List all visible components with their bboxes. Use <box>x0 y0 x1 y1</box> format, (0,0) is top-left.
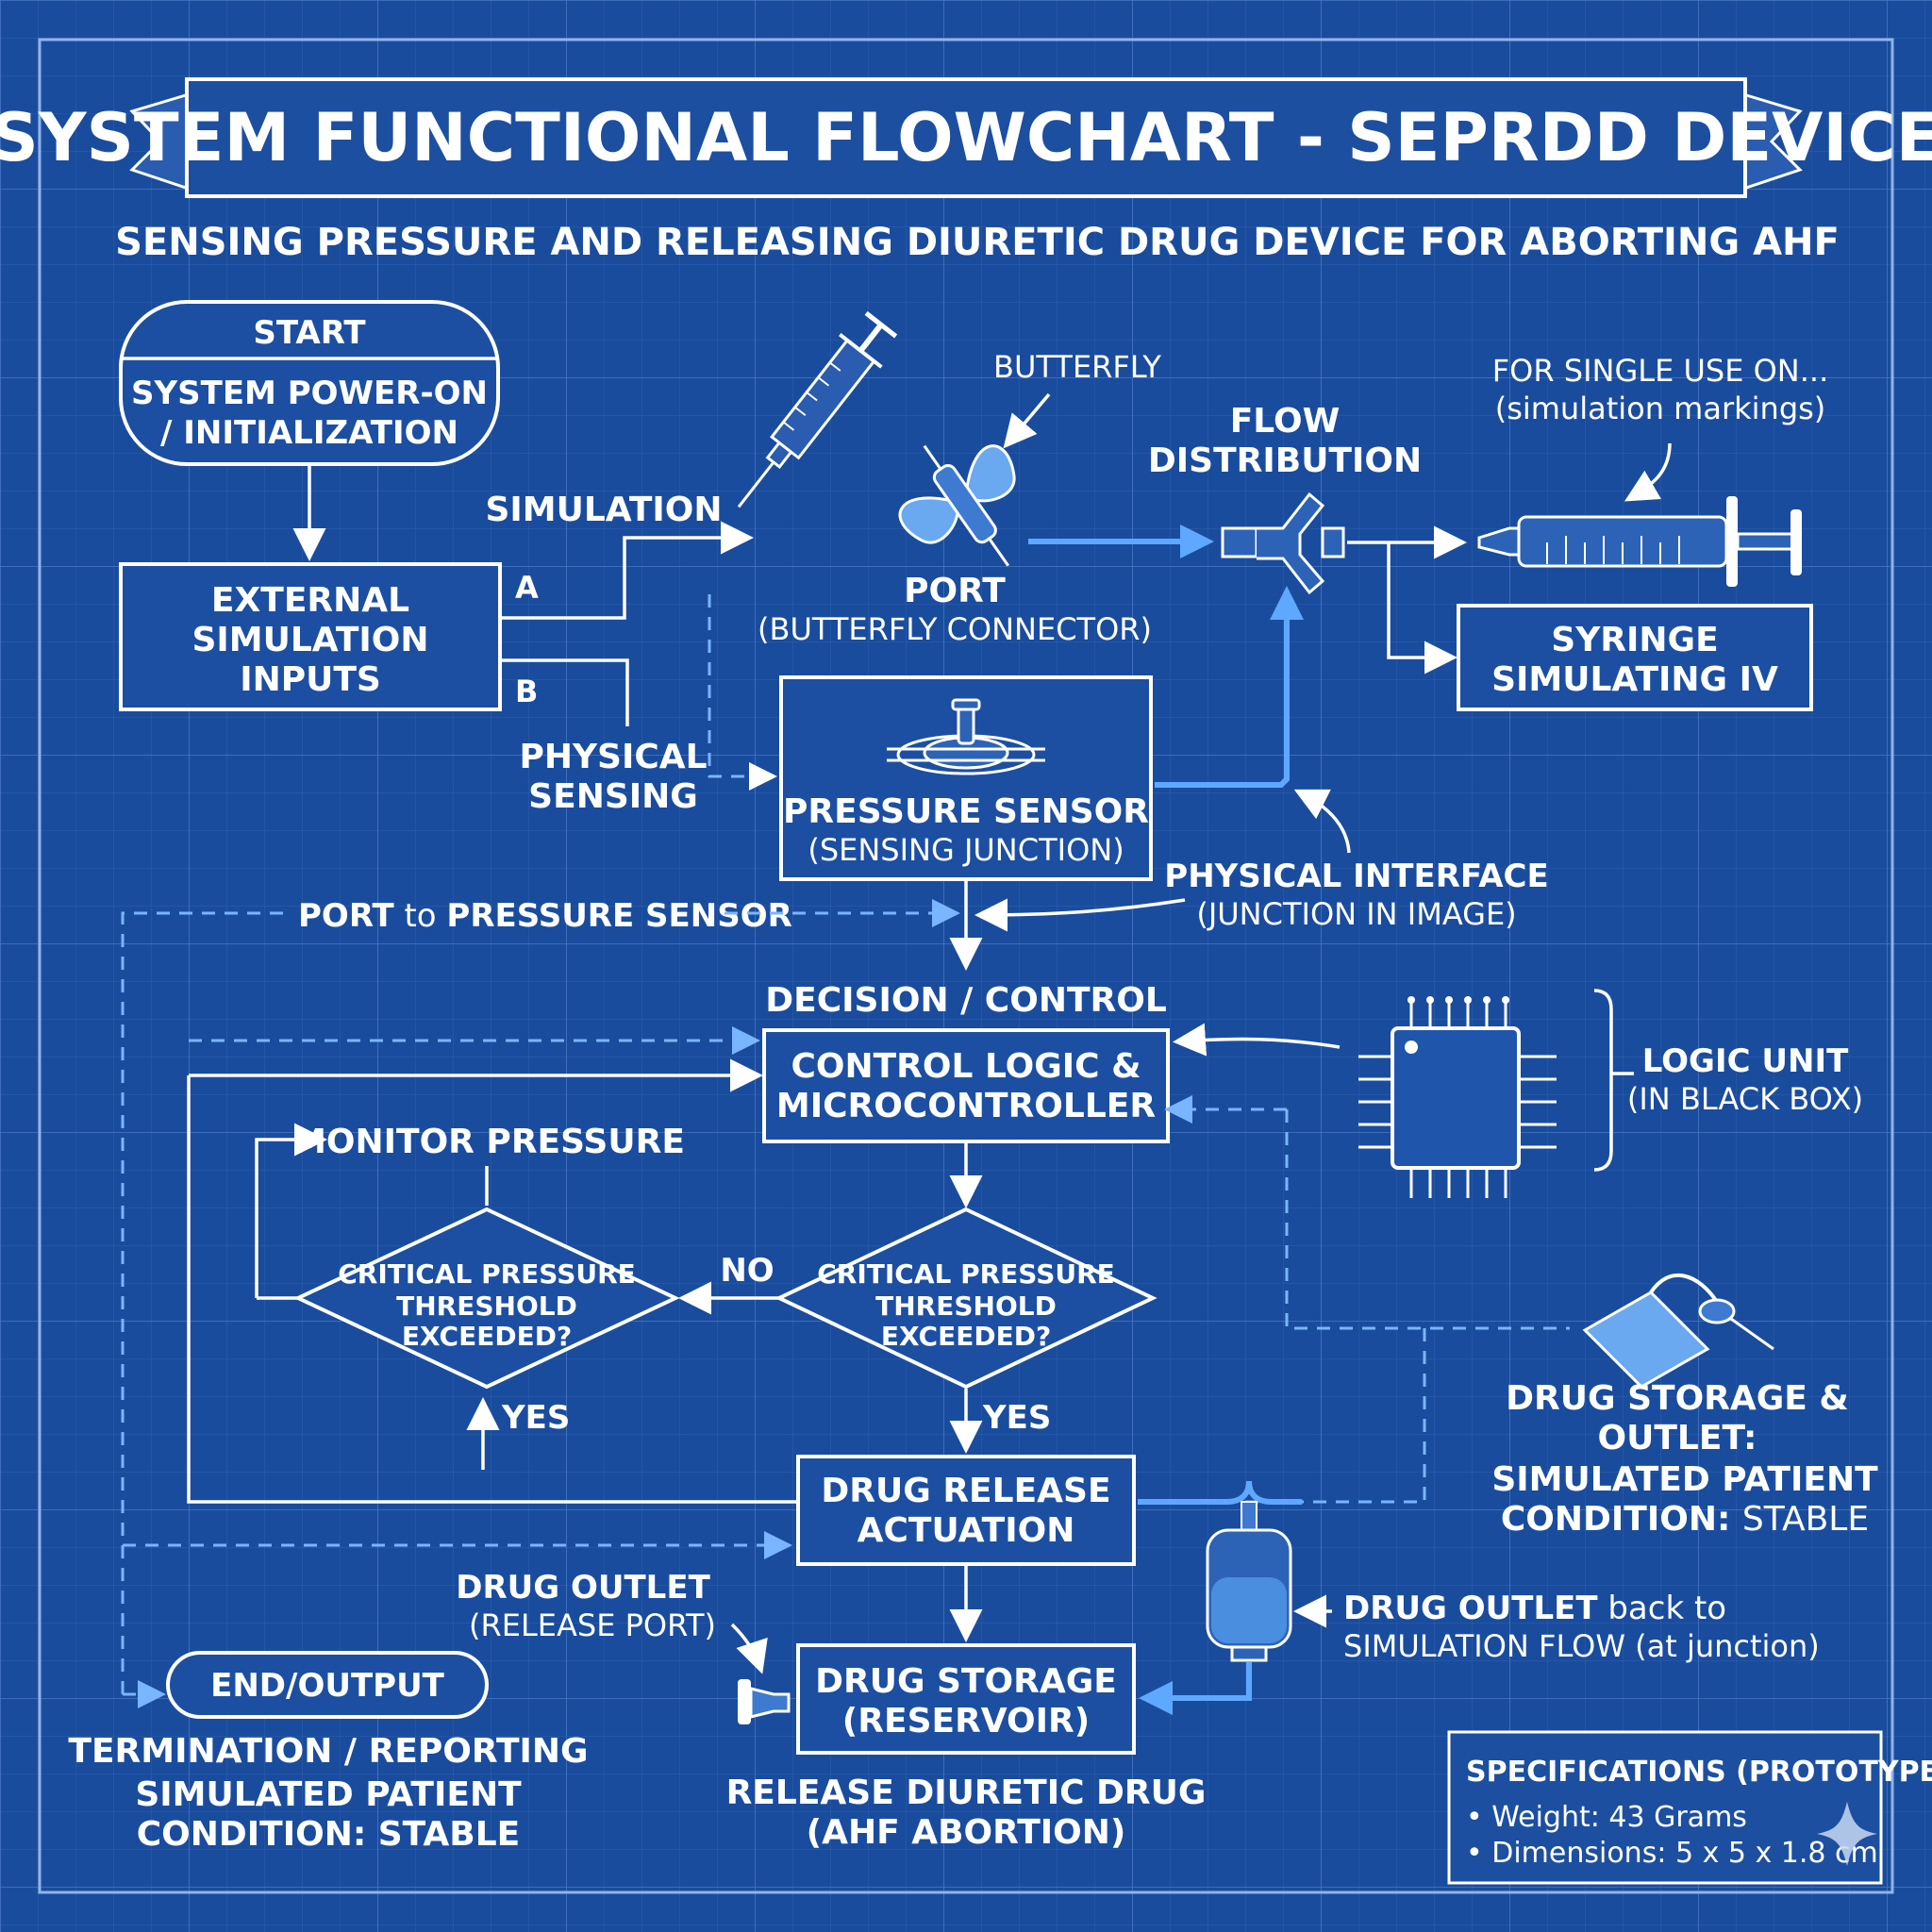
monitor-pressure-label: MONITOR PRESSURE <box>292 1123 685 1161</box>
simulation-label: SIMULATION <box>485 491 722 529</box>
single-use-line2: (simulation markings) <box>1495 391 1826 426</box>
specs-item-weight: • Weight: 43 Grams <box>1466 1801 1747 1834</box>
drug-storage-line2: (RESERVOIR) <box>842 1702 1090 1740</box>
drug-storage-outlet-line4a: CONDITION: <box>1501 1500 1742 1539</box>
drug-storage-line1: DRUG STORAGE <box>815 1662 1117 1701</box>
end-line2: SIMULATED PATIENT <box>135 1775 522 1814</box>
drug-outlet-back-line1a: DRUG OUTLET <box>1343 1590 1598 1627</box>
decision-left-line3: EXCEEDED? <box>402 1321 572 1352</box>
start-line2: / INITIALIZATION <box>160 414 458 452</box>
port-to-sensor-part2: to <box>394 897 447 935</box>
decision-right-line2: THRESHOLD <box>875 1291 1057 1322</box>
control-logic-box: CONTROL LOGIC & MICROCONTROLLER <box>762 1028 1170 1143</box>
drug-outlet-release-line2: (RELEASE PORT) <box>469 1607 716 1643</box>
pressure-sensor-subtitle: (SENSING JUNCTION) <box>808 832 1124 868</box>
syringe-icon <box>737 310 898 508</box>
end-terminal: END/OUTPUT <box>166 1651 489 1719</box>
branch-a-label: A <box>515 570 539 606</box>
butterfly-label: BUTTERFLY <box>993 349 1161 385</box>
drug-storage-outlet-line4b: STABLE <box>1742 1500 1869 1539</box>
specs-item-dimensions: • Dimensions: 5 x 5 x 1.8 cm <box>1466 1837 1878 1870</box>
port-to-sensor-part3: PRESSURE SENSOR <box>446 897 791 935</box>
page-subtitle: SENSING PRESSURE AND RELEASING DIURETIC … <box>115 221 1840 264</box>
iv-syringe-icon <box>1477 496 1802 587</box>
syringe-iv-box: SYRINGE SIMULATING IV <box>1457 604 1813 711</box>
yes-right-label: YES <box>982 1399 1051 1437</box>
drug-release-box: DRUG RELEASE ACTUATION <box>796 1455 1136 1566</box>
start-terminal: START SYSTEM POWER-ON / INITIALIZATION <box>119 300 500 466</box>
single-use-line1: FOR SINGLE USE ON... <box>1492 353 1828 389</box>
start-line1: SYSTEM POWER-ON <box>131 375 488 412</box>
drug-outlet-back-line1: DRUG OUTLET back to <box>1343 1590 1726 1627</box>
drug-outlet-back-line2: SIMULATION FLOW (at junction) <box>1343 1628 1820 1664</box>
yes-left-label: YES <box>501 1399 570 1437</box>
decision-right-line3: EXCEEDED? <box>881 1321 1051 1352</box>
drug-storage-outlet-line1: DRUG STORAGE & <box>1506 1379 1849 1418</box>
decision-diamond-right: CRITICAL PRESSURE THRESHOLD EXCEEDED? <box>774 1207 1158 1390</box>
decision-diamond-left: CRITICAL PRESSURE THRESHOLD EXCEEDED? <box>293 1207 680 1390</box>
drug-storage-outlet-line3: SIMULATED PATIENT <box>1491 1460 1878 1499</box>
syringe-iv-line2: SIMULATING IV <box>1491 660 1778 699</box>
release-port-icon <box>738 1679 791 1724</box>
drug-outlet-back-line1b: back to <box>1598 1590 1727 1627</box>
physical-sensing-line1: PHYSICAL <box>519 738 707 776</box>
external-inputs-line1: EXTERNAL <box>211 581 409 620</box>
physical-interface-line2: (JUNCTION IN IMAGE) <box>1196 896 1516 932</box>
specifications-panel: SPECIFICATIONS (PROTOTYPE): • Weight: 43… <box>1447 1730 1932 1885</box>
control-logic-line1: CONTROL LOGIC & <box>791 1047 1141 1086</box>
port-subtitle: (BUTTERFLY CONNECTOR) <box>758 611 1152 647</box>
end-line3: CONDITION: STABLE <box>137 1815 521 1854</box>
syringe-iv-line1: SYRINGE <box>1551 621 1718 659</box>
specs-title: SPECIFICATIONS (PROTOTYPE): <box>1466 1756 1932 1789</box>
decision-control-label: DECISION / CONTROL <box>765 981 1167 1020</box>
drug-outlet-icon <box>1582 1274 1774 1389</box>
microchip-icon <box>1358 996 1557 1198</box>
butterfly-connector-icon <box>898 444 1016 567</box>
flow-distribution-line1: FLOW <box>1230 402 1341 441</box>
decision-left-line1: CRITICAL PRESSURE <box>338 1258 636 1290</box>
decision-right-line1: CRITICAL PRESSURE <box>817 1258 1115 1290</box>
start-title: START <box>253 314 366 352</box>
port-title: PORT <box>904 572 1006 610</box>
title-banner: SYSTEM FUNCTIONAL FLOWCHART - SEPRDD DEV… <box>0 77 1932 198</box>
sparkle-icon <box>1817 1802 1877 1866</box>
drug-storage-outlet-line4: CONDITION: STABLE <box>1501 1500 1869 1539</box>
drug-release-line2: ACTUATION <box>858 1511 1075 1550</box>
pressure-gauge-icon <box>887 698 1045 775</box>
pressure-sensor-title: PRESSURE SENSOR <box>783 792 1149 831</box>
release-diuretic-line1: RELEASE DIURETIC DRUG <box>726 1774 1207 1812</box>
external-inputs-line3: INPUTS <box>240 660 381 699</box>
drug-storage-box: DRUG STORAGE (RESERVOIR) <box>796 1643 1136 1755</box>
no-label: NO <box>720 1252 774 1290</box>
end-line1: TERMINATION / REPORTING <box>68 1732 588 1771</box>
physical-interface-line1: PHYSICAL INTERFACE <box>1164 858 1548 895</box>
port-to-sensor-label: PORT to PRESSURE SENSOR <box>298 897 792 935</box>
outer-frame <box>38 38 1894 1894</box>
pressure-sensor-box: PRESSURE SENSOR (SENSING JUNCTION) <box>779 675 1153 881</box>
physical-sensing-line2: SENSING <box>528 777 698 816</box>
control-logic-line2: MICROCONTROLLER <box>776 1087 1156 1125</box>
branch-b-label: B <box>515 674 538 709</box>
logic-unit-line1: LOGIC UNIT <box>1642 1042 1849 1080</box>
decision-left-line2: THRESHOLD <box>396 1291 577 1322</box>
end-title: END/OUTPUT <box>210 1667 445 1705</box>
external-inputs-box: EXTERNAL SIMULATION INPUTS <box>119 562 502 711</box>
y-connector-icon <box>1221 491 1345 595</box>
flow-distribution-line2: DISTRIBUTION <box>1148 441 1422 480</box>
drug-release-line1: DRUG RELEASE <box>821 1472 1110 1510</box>
drug-outlet-release-line1: DRUG OUTLET <box>456 1569 710 1607</box>
logic-unit-line2: (IN BLACK BOX) <box>1627 1081 1863 1117</box>
page-title: SYSTEM FUNCTIONAL FLOWCHART - SEPRDD DEV… <box>0 99 1932 176</box>
external-inputs-line2: SIMULATION <box>192 621 428 659</box>
drug-storage-outlet-line2: OUTLET: <box>1598 1419 1757 1457</box>
port-to-sensor-part1: PORT <box>298 897 394 935</box>
release-diuretic-line2: (AHF ABORTION) <box>807 1813 1126 1852</box>
reservoir-canister-icon <box>1206 1501 1292 1662</box>
